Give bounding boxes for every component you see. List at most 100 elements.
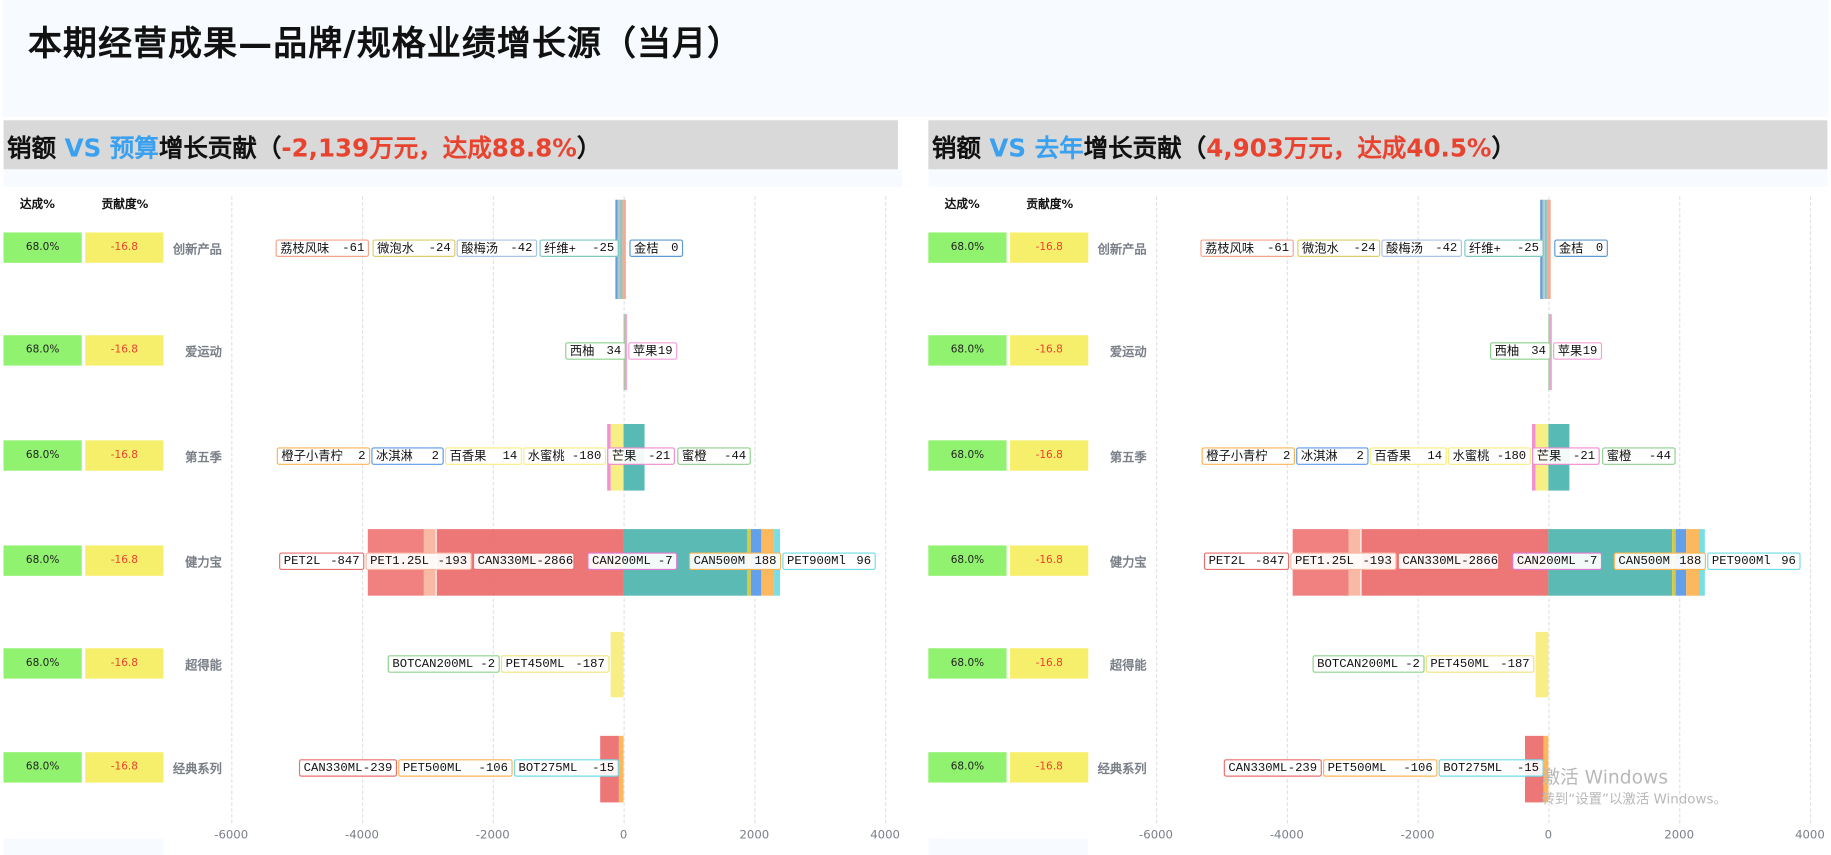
contribution-value: -16.8 <box>85 440 164 471</box>
segment-label: PET450ML -187 <box>1425 655 1535 673</box>
segment-label: PET900Ml 96 <box>1707 552 1801 570</box>
segment-label: CAN500M 188 <box>1613 552 1707 570</box>
segment-label: 水蜜桃 -180 <box>523 447 607 465</box>
segment-value: 96 <box>1781 554 1796 569</box>
segment-name: PET900Ml <box>1711 554 1771 569</box>
segment-value: 14 <box>1427 449 1443 464</box>
segment-label: CAN330ML -239 <box>298 759 398 777</box>
segment-name: 纤维+ <box>544 242 577 257</box>
bar-segment[interactable] <box>1544 199 1548 299</box>
segment-label: 芒果 -21 <box>1532 447 1600 465</box>
segment-name: 水蜜桃 <box>527 450 565 465</box>
contribution-value: -16.8 <box>85 545 164 576</box>
segment-label: PET1.25L -193 <box>365 552 472 570</box>
achievement-value: 68.0% <box>3 752 82 783</box>
bar-segment[interactable] <box>618 735 624 802</box>
segment-value: 2 <box>431 449 440 464</box>
segment-name: 冰淇淋 <box>1300 450 1338 465</box>
segment-label: 纤维+ -25 <box>539 239 619 257</box>
title-suffix: ） <box>1491 134 1517 163</box>
panel-header: 销额 VS 预算增长贡献（-2,139万元，达成88.8%） <box>3 120 898 170</box>
x-tick-label: 2000 <box>739 829 770 843</box>
segment-value: -42 <box>510 241 533 256</box>
segment-label: 蜜橙 -44 <box>1602 447 1676 465</box>
segment-name: 芒果 <box>611 450 637 465</box>
category-label: 爱运动 <box>185 345 222 360</box>
bar-segment[interactable] <box>610 631 624 698</box>
bar-segment[interactable] <box>622 199 626 299</box>
segment-label: CAN200ML -7 <box>1512 552 1603 570</box>
achievement-value: 68.0% <box>3 440 82 471</box>
segment-name: PET450ML <box>1430 657 1490 672</box>
segment-label: 冰淇淋 2 <box>371 447 444 465</box>
segment-name: 西柚 <box>569 345 595 360</box>
segment-name: CAN330ML <box>303 760 363 775</box>
category-label: 创新产品 <box>1097 242 1147 257</box>
segment-label: 西柚 34 <box>565 342 626 360</box>
bar-segment[interactable] <box>1543 735 1549 802</box>
segment-name: 苹果 <box>1557 345 1583 360</box>
segment-label: 金桔 0 <box>629 239 684 257</box>
segment-value: -2866 <box>1461 554 1499 569</box>
segment-name: 微泡水 <box>1301 242 1339 257</box>
gridline <box>1679 196 1681 824</box>
segment-value: -25 <box>592 241 615 256</box>
contribution-value: -16.8 <box>85 752 164 783</box>
panel-title: 销额 VS 预算增长贡献（-2,139万元，达成88.8%） <box>7 130 601 165</box>
panel-vs-budget: 销额 VS 预算增长贡献（-2,139万元，达成88.8%） 达成% 贡献度% … <box>0 0 906 855</box>
segment-value: -7 <box>657 554 673 569</box>
segment-label: CAN330ML -239 <box>1223 759 1322 777</box>
segment-name: PET450ML <box>505 657 565 672</box>
bar-segment[interactable] <box>1535 631 1549 698</box>
gridline <box>885 196 887 824</box>
title-middle: 增长贡献（ <box>158 134 282 163</box>
gridline <box>231 196 233 824</box>
segment-label: 荔枝风味 -61 <box>1200 239 1294 257</box>
segment-name: BOT275ML <box>518 760 578 775</box>
segment-value: -61 <box>342 241 365 256</box>
category-label: 第五季 <box>1109 450 1147 465</box>
title-suffix: ） <box>576 134 602 163</box>
segment-label: CAN200ML -7 <box>587 552 678 570</box>
contribution-value: -16.8 <box>85 335 164 366</box>
segment-value: 34 <box>1531 343 1547 358</box>
achievement-value: 68.0% <box>928 335 1007 366</box>
bar-segment[interactable] <box>619 199 623 299</box>
segment-value: -15 <box>1516 760 1540 775</box>
segment-label: PET900Ml 96 <box>782 552 876 570</box>
segment-name: PET900Ml <box>787 554 846 569</box>
segment-name: 水蜜桃 <box>1452 450 1490 465</box>
segment-label: 百香果 14 <box>444 447 522 465</box>
segment-name: PET2L <box>283 554 321 569</box>
contribution-column-header: 贡献度% <box>101 198 149 212</box>
segment-label: 冰淇淋 2 <box>1296 447 1369 465</box>
achievement-column-header: 达成% <box>944 198 980 212</box>
segment-value: -847 <box>330 554 360 569</box>
segment-value: 2 <box>358 449 366 464</box>
segment-value: -15 <box>592 760 615 775</box>
segment-value: 0 <box>1595 241 1604 256</box>
contribution-value: -16.8 <box>1010 335 1089 366</box>
contribution-column-header: 贡献度% <box>1026 198 1074 212</box>
segment-label: 酸梅汤 -42 <box>456 239 538 257</box>
category-label: 健力宝 <box>1109 555 1147 570</box>
segment-name: 蜜橙 <box>681 450 707 465</box>
segment-name: CAN200ML <box>1516 554 1576 569</box>
segment-name: 西柚 <box>1494 345 1520 360</box>
gridline <box>1156 196 1158 824</box>
segment-value: 188 <box>1679 554 1702 569</box>
segment-label: CAN500M 188 <box>688 552 782 570</box>
segment-label: CAN330ML -2866 <box>1397 552 1500 570</box>
segment-label: 纤维+ -25 <box>1464 239 1544 257</box>
segment-name: 百香果 <box>449 450 487 465</box>
segment-value: 96 <box>856 554 872 569</box>
segment-value: 0 <box>671 241 679 256</box>
segment-name: CAN330ML <box>1228 760 1288 775</box>
achievement-value: 68.0% <box>928 648 1007 679</box>
contribution-value: -16.8 <box>1010 752 1089 783</box>
gridline <box>1417 196 1419 824</box>
category-label: 创新产品 <box>172 242 222 257</box>
segment-value: -44 <box>724 449 747 464</box>
windows-activation-watermark: 激活 Windows <box>1541 766 1669 789</box>
bar-segment[interactable] <box>1547 199 1551 299</box>
